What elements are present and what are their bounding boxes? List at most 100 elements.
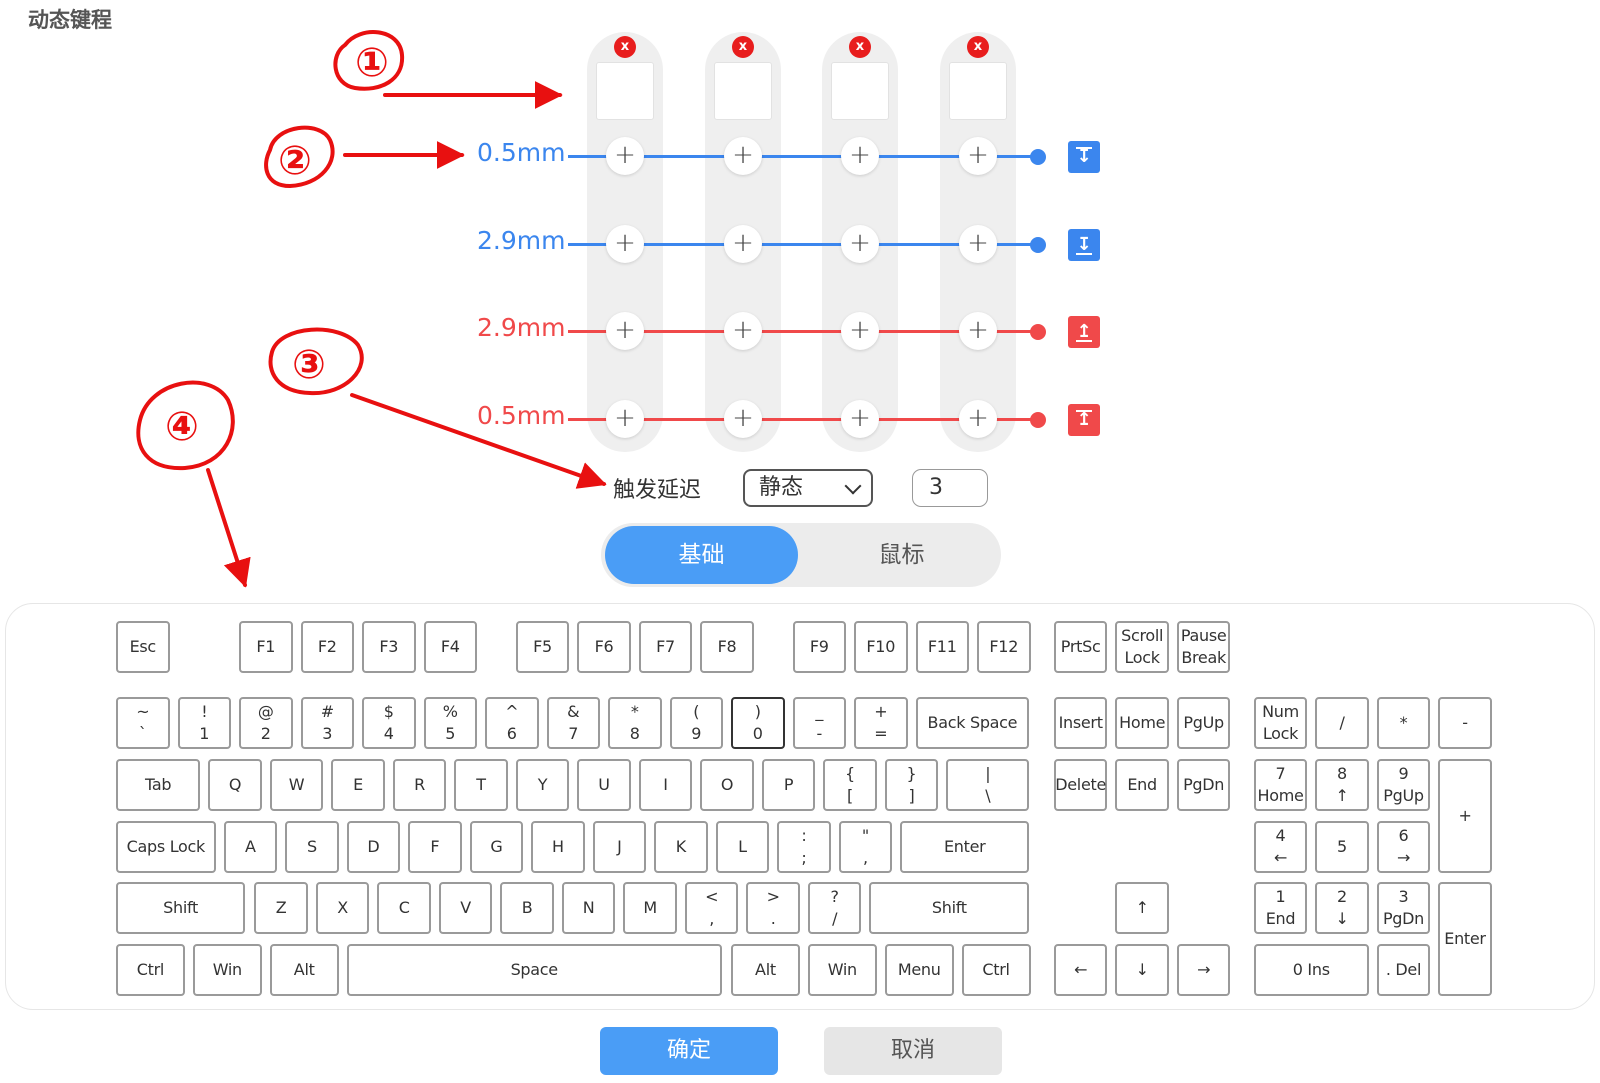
key-c[interactable]: C (377, 882, 431, 934)
key-t[interactable]: T (454, 759, 508, 811)
add-action-plus-icon[interactable]: + (724, 225, 762, 263)
key-ctrl[interactable]: Ctrl (961, 944, 1031, 996)
slot-key-1[interactable] (596, 62, 654, 120)
key-esc[interactable]: Esc (116, 621, 170, 673)
key-symbol[interactable]: )0 (731, 697, 785, 749)
key-symbol[interactable]: * (1376, 697, 1431, 749)
key-b[interactable]: B (500, 882, 554, 934)
key-r[interactable]: R (392, 759, 447, 811)
key-f[interactable]: F (408, 821, 462, 873)
key-u[interactable]: U (577, 759, 631, 811)
key-w[interactable]: W (269, 759, 324, 811)
trigger-delay-mode-select[interactable]: 静态 (743, 469, 873, 507)
key-symbol[interactable]: |\ (946, 759, 1030, 811)
key-g[interactable]: G (469, 821, 524, 873)
key-alt[interactable]: Alt (731, 944, 800, 996)
key-shift[interactable]: Shift (116, 882, 246, 934)
key-n[interactable]: N (561, 882, 616, 934)
slot-delete-icon[interactable]: x (732, 36, 754, 58)
key-j[interactable]: J (592, 821, 647, 873)
key-insert[interactable]: Insert (1053, 697, 1108, 749)
key-delete[interactable]: Delete (1053, 759, 1108, 811)
key-e[interactable]: E (331, 759, 385, 811)
key-f8[interactable]: F8 (700, 621, 754, 673)
key-y[interactable]: Y (515, 759, 570, 811)
key-f6[interactable]: F6 (577, 621, 631, 673)
key-symbol[interactable]: + (1438, 759, 1492, 873)
key-5[interactable]: 5 (1315, 821, 1369, 873)
key-f7[interactable]: F7 (638, 621, 693, 673)
add-action-plus-icon[interactable]: + (724, 137, 762, 175)
key-win[interactable]: Win (192, 944, 262, 996)
key-symbol[interactable]: / (1315, 697, 1369, 749)
key-d[interactable]: D (346, 821, 401, 873)
key-shift[interactable]: Shift (869, 882, 1030, 934)
key-f4[interactable]: F4 (423, 621, 477, 673)
key-symbol[interactable]: %5 (423, 697, 477, 749)
key-pgup[interactable]: PgUp (1176, 697, 1231, 749)
key-space[interactable]: Space (346, 944, 722, 996)
key-f3[interactable]: F3 (362, 621, 416, 673)
key-m[interactable]: M (623, 882, 677, 934)
key-symbol[interactable]: ^6 (485, 697, 539, 749)
key-prtsc[interactable]: PrtSc (1053, 621, 1108, 673)
key-p[interactable]: P (761, 759, 816, 811)
key-symbol[interactable]: - (1438, 697, 1492, 749)
key-h[interactable]: H (531, 821, 585, 873)
key-symbol[interactable]: _- (792, 697, 846, 749)
slot-key-4[interactable] (949, 62, 1007, 120)
key-symbol[interactable]: >. (746, 882, 800, 934)
key-home[interactable]: Home (1115, 697, 1169, 749)
key-0-ins[interactable]: 0 Ins (1253, 944, 1369, 996)
key-symbol[interactable]: &7 (546, 697, 600, 749)
trigger-delay-value-input[interactable]: 3 (912, 469, 988, 507)
key-i[interactable]: I (638, 759, 693, 811)
press-bottom-icon[interactable]: ↧ (1068, 229, 1100, 261)
key-symbol[interactable]: <, (684, 882, 739, 934)
key-del[interactable]: . Del (1376, 944, 1431, 996)
key-win[interactable]: Win (807, 944, 877, 996)
key-alt[interactable]: Alt (269, 944, 339, 996)
add-action-plus-icon[interactable]: + (606, 312, 644, 350)
cancel-button[interactable]: 取消 (824, 1027, 1002, 1075)
key-pgdn[interactable]: PgDn (1176, 759, 1231, 811)
add-action-plus-icon[interactable]: + (841, 137, 879, 175)
add-action-plus-icon[interactable]: + (841, 312, 879, 350)
key-f2[interactable]: F2 (300, 621, 354, 673)
key-symbol[interactable]: ↓ (1115, 944, 1169, 996)
key-symbol[interactable]: !1 (177, 697, 231, 749)
slot-delete-icon[interactable]: x (967, 36, 989, 58)
key-s[interactable]: S (285, 821, 339, 873)
add-action-plus-icon[interactable]: + (959, 137, 997, 175)
tab-mouse[interactable]: 鼠标 (878, 542, 925, 568)
add-action-plus-icon[interactable]: + (959, 312, 997, 350)
key-tab[interactable]: Tab (116, 759, 201, 811)
key-f10[interactable]: F10 (854, 621, 908, 673)
key-symbol[interactable]: ← (1053, 944, 1108, 996)
key-o[interactable]: O (700, 759, 754, 811)
slot-delete-icon[interactable]: x (614, 36, 636, 58)
slot-key-2[interactable] (714, 62, 772, 120)
key-v[interactable]: V (438, 882, 493, 934)
slot-delete-icon[interactable]: x (849, 36, 871, 58)
key-end[interactable]: End (1115, 759, 1169, 811)
key-x[interactable]: X (315, 882, 370, 934)
key-symbol[interactable]: {[ (823, 759, 877, 811)
add-action-plus-icon[interactable]: + (841, 400, 879, 438)
key-symbol[interactable]: $4 (362, 697, 416, 749)
key-q[interactable]: Q (208, 759, 262, 811)
key-f12[interactable]: F12 (977, 621, 1031, 673)
key-f5[interactable]: F5 (515, 621, 570, 673)
key-6[interactable]: 6→ (1376, 821, 1431, 873)
key-symbol[interactable]: }] (884, 759, 939, 811)
add-action-plus-icon[interactable]: + (724, 400, 762, 438)
press-top-icon[interactable]: ↧ (1068, 141, 1100, 173)
add-action-plus-icon[interactable]: + (606, 137, 644, 175)
